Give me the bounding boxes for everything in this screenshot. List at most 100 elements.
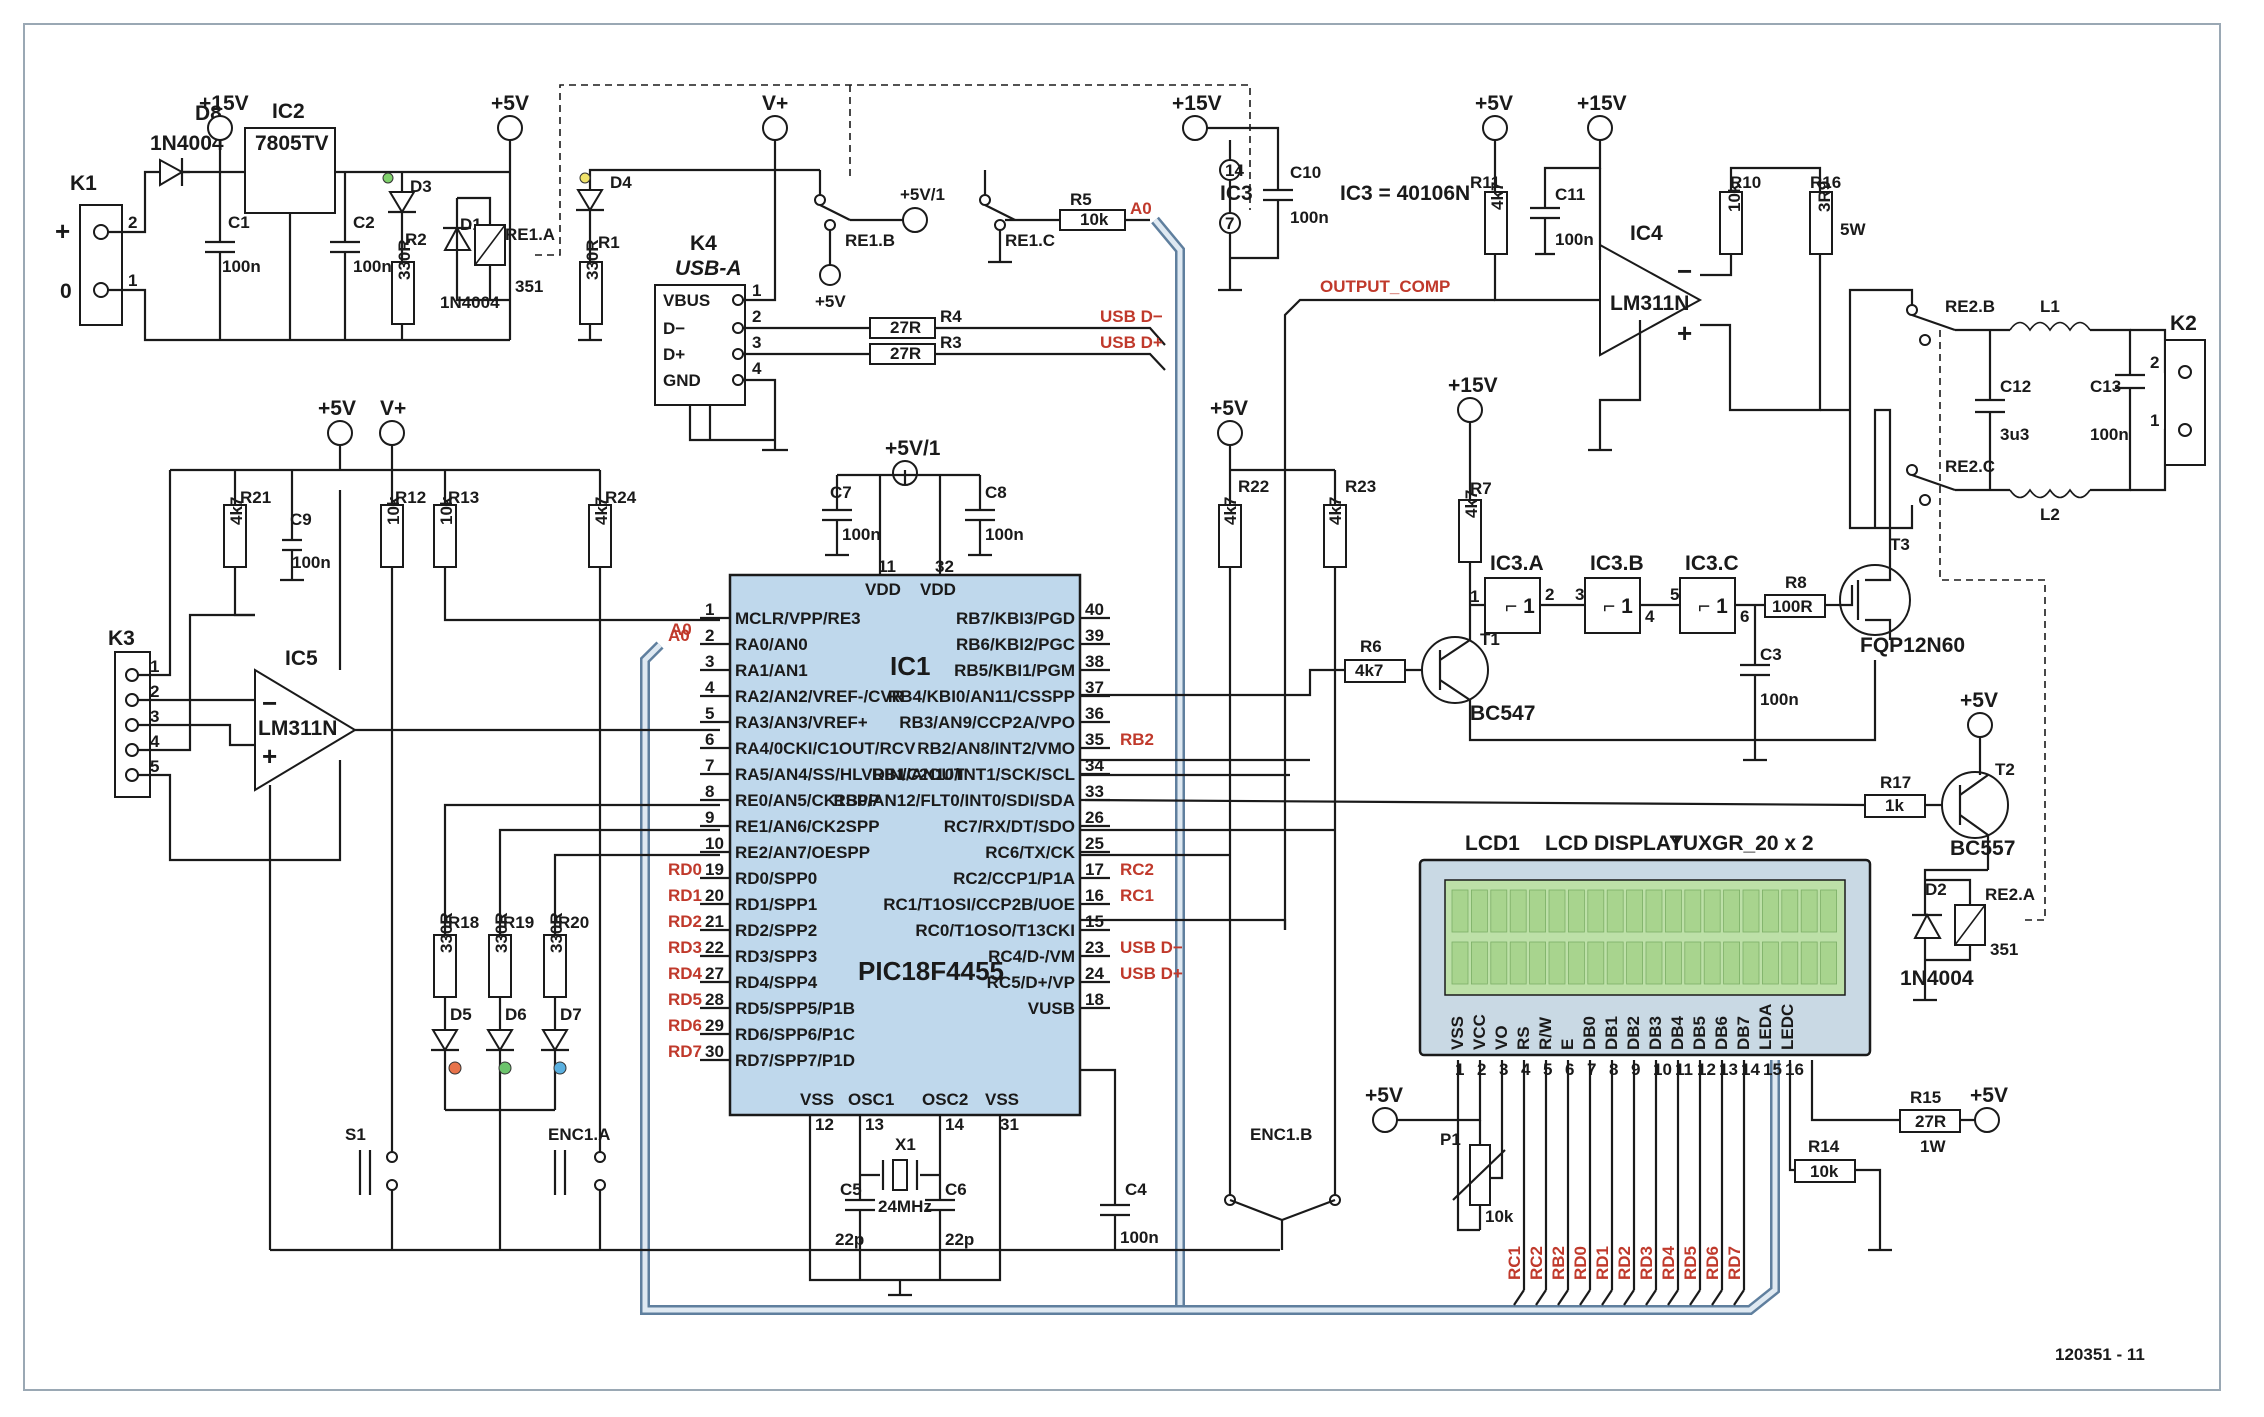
ic1-pin-name: VUSB bbox=[1028, 999, 1075, 1018]
c5-label: C5 bbox=[840, 1180, 862, 1199]
svg-text:5: 5 bbox=[1670, 585, 1679, 604]
svg-text:1: 1 bbox=[1470, 587, 1479, 606]
lcd-pin-number: 10 bbox=[1653, 1060, 1672, 1079]
t3-value: FQP12N60 bbox=[1860, 634, 1965, 657]
c10-label: C10 bbox=[1290, 163, 1321, 182]
lcd-net-label: RC1 bbox=[1505, 1246, 1524, 1280]
ic1-pin-name: RD1/SPP1 bbox=[735, 895, 817, 914]
lcd-char-cell bbox=[1742, 889, 1760, 933]
ic4-part: LM311N bbox=[1610, 292, 1689, 315]
ic1-pin-name: RC5/D+/VP bbox=[987, 973, 1075, 992]
lcd-char-cell bbox=[1781, 941, 1799, 985]
lcd-net-label: RD5 bbox=[1681, 1246, 1700, 1280]
r20-value: 330R bbox=[547, 912, 566, 953]
c12-label: C12 bbox=[2000, 377, 2031, 396]
ic1-net-label: RD5 bbox=[668, 990, 702, 1009]
c7-label: C7 bbox=[830, 483, 852, 502]
k4-label: K4 bbox=[690, 232, 717, 255]
lcd-pin-name: LEDA bbox=[1756, 1004, 1775, 1050]
lcd-net-label: RD1 bbox=[1593, 1246, 1612, 1280]
svg-text:3: 3 bbox=[1575, 585, 1584, 604]
svg-text:2: 2 bbox=[2150, 353, 2159, 372]
r24-value: 4k7 bbox=[592, 497, 611, 525]
r3-value: 27R bbox=[890, 344, 921, 363]
ic1-pin-name: RD3/SPP3 bbox=[735, 947, 817, 966]
lcd-char-cell bbox=[1703, 889, 1721, 933]
ic2-label: IC2 bbox=[272, 100, 305, 123]
ic1-pin-number: 6 bbox=[705, 730, 714, 749]
figure-id: 120351 - 11 bbox=[2055, 1345, 2145, 1364]
usb-dm-net: USB D− bbox=[1100, 307, 1163, 326]
r16-watt: 5W bbox=[1840, 220, 1866, 239]
ic1-pin-number: 25 bbox=[1085, 834, 1104, 853]
d1-value: 1N4004 bbox=[440, 293, 500, 312]
r3-label: R3 bbox=[940, 333, 962, 352]
ic5-label: IC5 bbox=[285, 647, 318, 670]
usb-section: V+ D4 R1 330R K4 USB-A VBUS D− D+ GND 12… bbox=[576, 92, 1166, 452]
p5-label-4: +5V bbox=[1960, 689, 1998, 712]
p5-terminal-1 bbox=[497, 115, 523, 141]
usb-dp: D+ bbox=[663, 345, 685, 364]
ic1-pin-name: RA1/AN1 bbox=[735, 661, 808, 680]
ic1-pin-number: 35 bbox=[1085, 730, 1104, 749]
ic1-pin-number: 36 bbox=[1085, 704, 1104, 723]
p1-value: 10k bbox=[1485, 1207, 1514, 1226]
p15-terminal bbox=[207, 115, 233, 141]
ic1-pin-number: 23 bbox=[1085, 938, 1104, 957]
c3-label: C3 bbox=[1760, 645, 1782, 664]
r16-value: 3R9 bbox=[1815, 181, 1834, 212]
svg-text:1: 1 bbox=[752, 281, 761, 300]
c8-label: C8 bbox=[985, 483, 1007, 502]
ic1-pin-name: RB5/KBI1/PGM bbox=[954, 661, 1075, 680]
lcd-pin-name: R/W bbox=[1536, 1016, 1555, 1050]
lcd-pin-number: 15 bbox=[1763, 1060, 1782, 1079]
lcd-pin-number: 16 bbox=[1785, 1060, 1804, 1079]
svg-text:14: 14 bbox=[1225, 161, 1244, 180]
svg-text:2: 2 bbox=[150, 682, 159, 701]
lcd-char-cell bbox=[1626, 941, 1643, 985]
lcd-net-label: RD0 bbox=[1571, 1246, 1590, 1280]
ic1-osc1: OSC1 bbox=[848, 1090, 894, 1109]
r24-label: R24 bbox=[605, 488, 637, 507]
r6-value: 4k7 bbox=[1355, 661, 1383, 680]
ic3c-label: IC3.C bbox=[1685, 552, 1739, 575]
re2c-label: RE2.C bbox=[1945, 457, 1995, 476]
c6-label: C6 bbox=[945, 1180, 967, 1199]
lcd-pin-name: DB2 bbox=[1624, 1016, 1643, 1050]
svg-text:14: 14 bbox=[945, 1115, 964, 1134]
lcd-char-cell bbox=[1665, 889, 1682, 933]
c11-label: C11 bbox=[1555, 185, 1585, 204]
ic1-pin-number: 39 bbox=[1085, 626, 1104, 645]
ic1-net-label: RC2 bbox=[1120, 860, 1154, 879]
lcd-pin-number: 4 bbox=[1521, 1060, 1531, 1079]
ic1-pin-name: RA2/AN2/VREF-/CVR bbox=[735, 687, 904, 706]
ic3-label: IC3 bbox=[1220, 182, 1253, 205]
d5-color-indicator bbox=[448, 1061, 462, 1075]
c10-value: 100n bbox=[1290, 208, 1329, 227]
r21-label: R21 bbox=[240, 488, 271, 507]
svg-text:4: 4 bbox=[1645, 607, 1655, 626]
ic2-regulator bbox=[244, 127, 336, 214]
t1-transistor bbox=[1421, 636, 1489, 704]
ic3b-gate bbox=[1584, 577, 1641, 634]
lcd-pin-name: RS bbox=[1514, 1026, 1533, 1050]
ic1-pin-number: 9 bbox=[705, 808, 714, 827]
r4-label: R4 bbox=[940, 307, 962, 326]
ic3-note: IC3 = 40106N bbox=[1340, 182, 1470, 205]
d7-color-indicator bbox=[553, 1061, 567, 1075]
lcd-pin-name: VO bbox=[1492, 1025, 1511, 1050]
lcd-pin-name: DB3 bbox=[1646, 1016, 1665, 1050]
p5-label-7: +5V bbox=[1365, 1084, 1403, 1107]
ic1-vss2: VSS bbox=[985, 1090, 1019, 1109]
svg-text:⌐ 1: ⌐ 1 bbox=[1505, 595, 1535, 618]
encoder-section: +5V R22 R23 4k7 4k7 ENC1.B bbox=[1080, 397, 1376, 1250]
c13-value: 100n bbox=[2090, 425, 2129, 444]
r10-label: R10 bbox=[1730, 173, 1761, 192]
r10-value: 10k bbox=[1725, 183, 1744, 212]
ic1-pin-number: 21 bbox=[705, 912, 724, 931]
p15-label-1: +15V bbox=[199, 92, 249, 115]
ic4-section: +5V +15V R11 4k7 C11 100n LM311N IC4 − +… bbox=[1283, 92, 2206, 930]
s1-label: S1 bbox=[345, 1125, 366, 1144]
ic1-pin-name: RA0/AN0 bbox=[735, 635, 808, 654]
